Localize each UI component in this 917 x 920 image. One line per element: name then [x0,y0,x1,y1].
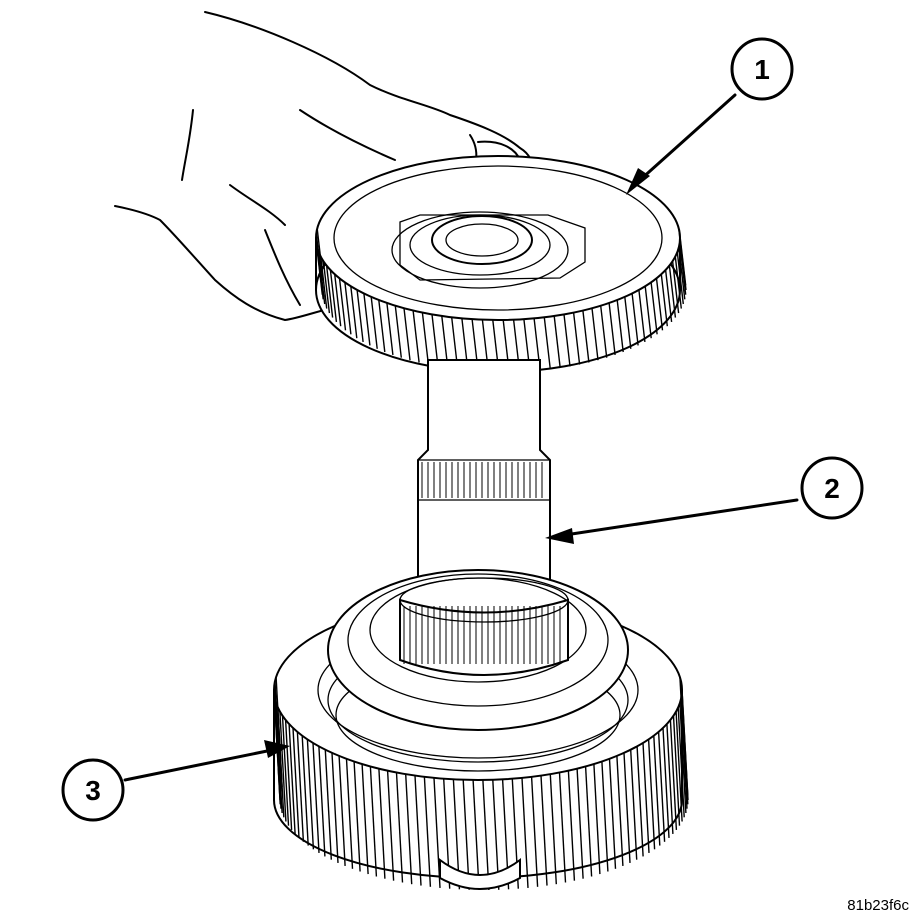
figure-code: 81b23f6c [847,897,909,914]
callout-2-label: 2 [824,473,840,504]
leader-arrows [123,93,799,782]
callout-1: 1 [730,37,794,101]
upper-gear [315,155,687,373]
callout-3-label: 3 [85,775,101,806]
callout-3: 3 [61,758,125,822]
callout-2: 2 [800,456,864,520]
lower-gear-assembly [273,569,689,891]
callout-1-label: 1 [754,54,770,85]
